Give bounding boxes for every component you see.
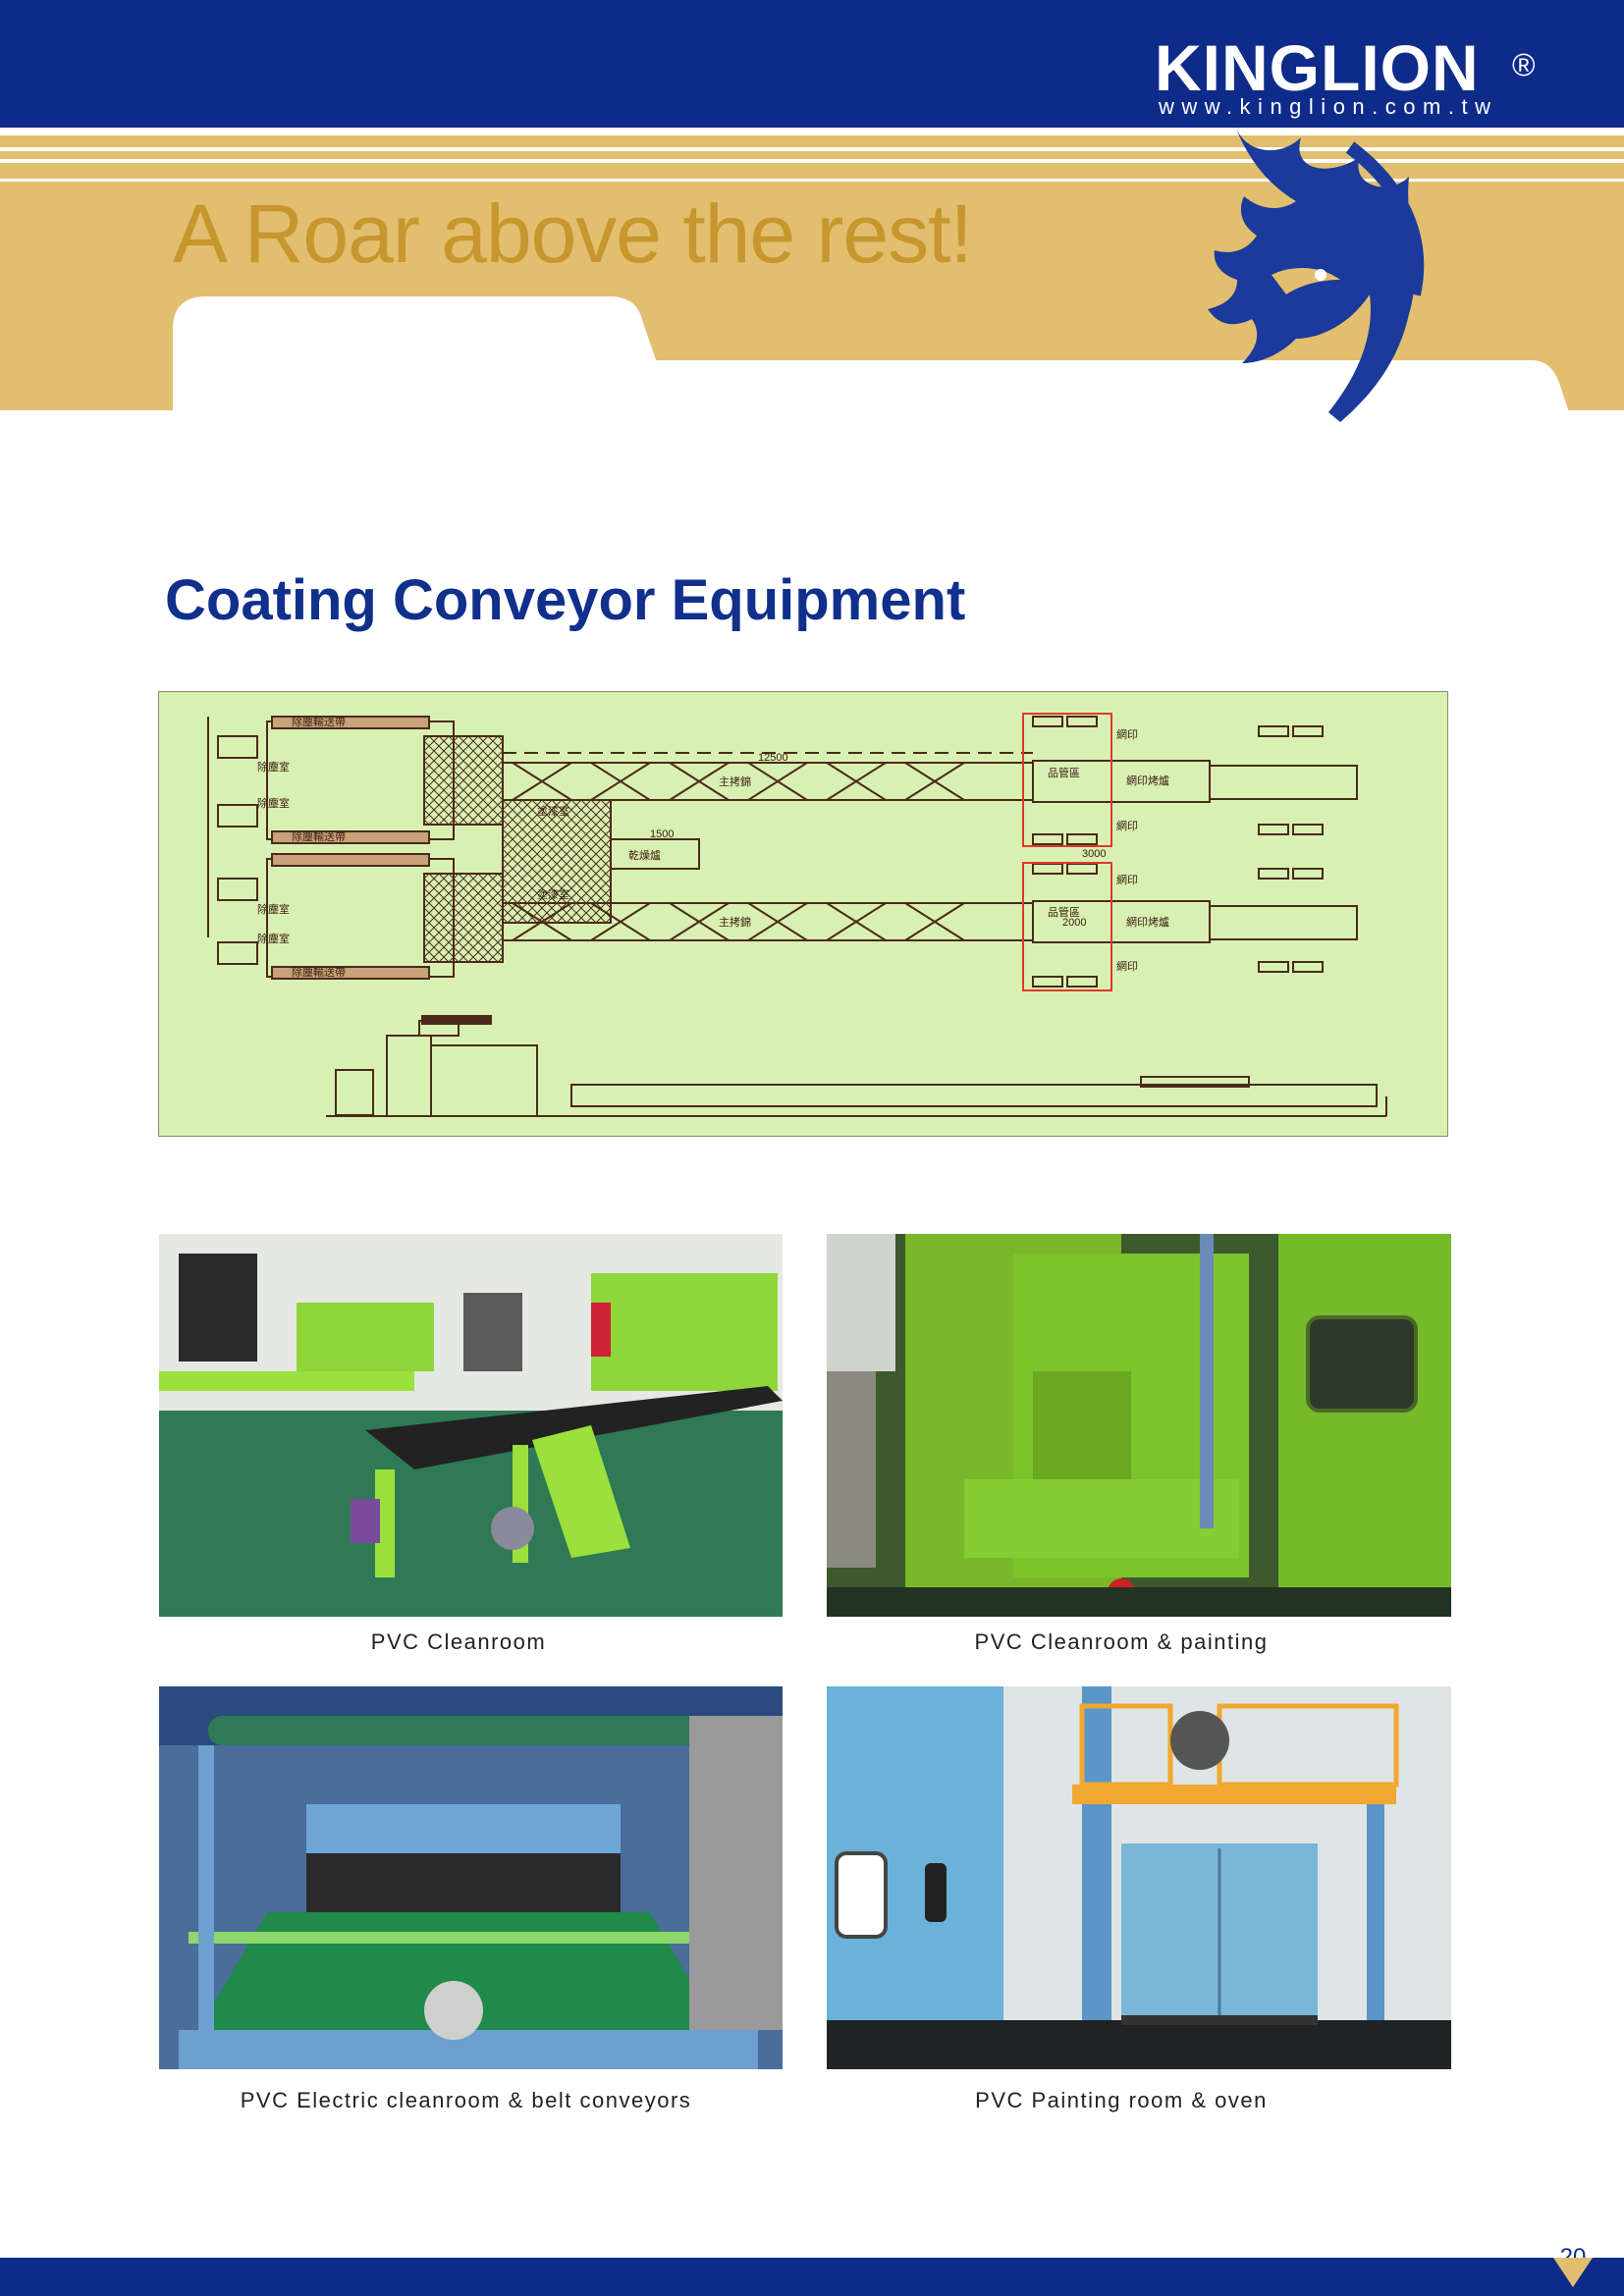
diagram-label: 乾燥爐 bbox=[628, 848, 661, 862]
diagram-label: 主拷錦 bbox=[719, 915, 751, 929]
dimension-label: 1500 bbox=[650, 828, 674, 840]
photo-caption: PVC Cleanroom & painting bbox=[974, 1629, 1269, 1654]
diagram-label: 品管區 bbox=[1048, 766, 1080, 779]
band-cutout bbox=[173, 296, 1569, 412]
diagram-label: 除塵室 bbox=[257, 796, 290, 810]
diagram-label: 塗漆室 bbox=[537, 887, 569, 901]
photo-pvc-painting-room-oven bbox=[827, 1686, 1451, 2069]
diagram-label: 網印 bbox=[1116, 727, 1138, 741]
diagram-label: 網印烤爐 bbox=[1126, 774, 1169, 787]
lion-logo-icon bbox=[1208, 118, 1425, 422]
dimension-label: 3000 bbox=[1082, 848, 1106, 860]
dimension-label: 12500 bbox=[758, 752, 788, 764]
diagram-label: 網印 bbox=[1116, 959, 1138, 973]
diagram-label: 塗漆室 bbox=[537, 804, 569, 818]
diagram-label: 除塵室 bbox=[257, 902, 290, 916]
footer-band bbox=[0, 2258, 1624, 2296]
band-stripe bbox=[0, 179, 1624, 182]
website-url[interactable]: www.kinglion.com.tw bbox=[1159, 94, 1498, 119]
diagram-label: 除塵輸送帶 bbox=[292, 965, 346, 979]
diagram-label: 網印烤爐 bbox=[1126, 915, 1169, 929]
diagram-label: 主拷錦 bbox=[719, 774, 751, 788]
diagram-label: 網印 bbox=[1116, 819, 1138, 832]
registered-mark: ® bbox=[1512, 47, 1536, 82]
photo-caption: PVC Electric cleanroom & belt conveyors bbox=[240, 2088, 692, 2112]
photo-pvc-cleanroom bbox=[159, 1234, 783, 1617]
brand-name: KINGLION bbox=[1155, 31, 1480, 104]
band-stripe bbox=[0, 147, 1624, 151]
diagram-label: 除塵室 bbox=[257, 932, 290, 945]
page-title: Coating Conveyor Equipment bbox=[165, 568, 966, 632]
photo-pvc-cleanroom-painting bbox=[827, 1234, 1451, 1617]
diagram-label: 網印 bbox=[1116, 873, 1138, 886]
layout-drawing: 12500 1500 3000 2000 除塵室 除塵室 除塵輸送帶 除塵輸送帶… bbox=[158, 691, 1448, 1137]
diagram-label: 除塵輸送帶 bbox=[292, 715, 346, 728]
band-stripe bbox=[0, 159, 1624, 163]
diagram-label: 除塵輸送帶 bbox=[292, 829, 346, 843]
header-band bbox=[0, 0, 1624, 128]
conveyor-plan-diagram: 12500 1500 3000 2000 除塵室 除塵室 除塵輸送帶 除塵輸送帶… bbox=[207, 713, 1387, 1117]
photo-caption: PVC Cleanroom bbox=[370, 1629, 547, 1654]
tagline: A Roar above the rest! bbox=[173, 187, 973, 280]
dimension-label: 2000 bbox=[1062, 917, 1086, 929]
diagram-label: 品管區 bbox=[1048, 905, 1080, 919]
band-stripe bbox=[0, 128, 1624, 135]
page-marker-triangle-icon bbox=[1553, 2258, 1593, 2287]
photo-pvc-electric-cleanroom bbox=[159, 1686, 783, 2069]
diagram-label: 除塵室 bbox=[257, 760, 290, 774]
photo-caption: PVC Painting room & oven bbox=[975, 2088, 1268, 2112]
